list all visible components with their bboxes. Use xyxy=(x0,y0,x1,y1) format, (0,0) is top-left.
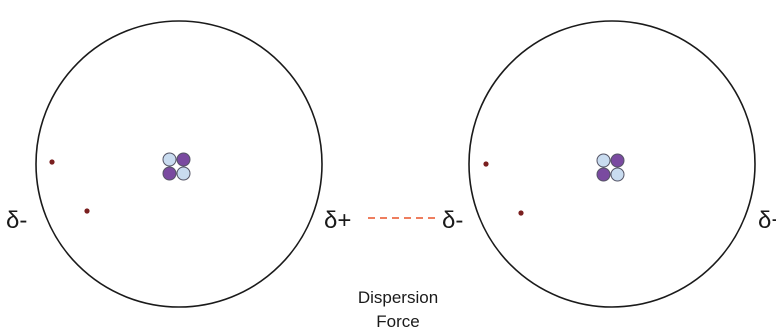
atom-2-neutron xyxy=(596,153,611,168)
atom-2-nucleus xyxy=(596,153,625,182)
atom-1-neutron xyxy=(162,152,177,167)
atom-1-proton xyxy=(162,166,177,181)
caption-line-2: Force xyxy=(376,312,419,331)
atom-2: δ- δ+ xyxy=(442,20,776,308)
atom-1-electron xyxy=(49,159,55,165)
atom-1-nucleus xyxy=(162,152,191,181)
atom-1-electron xyxy=(84,208,90,214)
atom-1-proton xyxy=(176,152,191,167)
atom-2-proton xyxy=(596,167,611,182)
caption-line-1: Dispersion xyxy=(358,288,438,307)
atom-2-proton xyxy=(610,153,625,168)
atom-1-neutron xyxy=(176,166,191,181)
atom-2-left-charge-label: δ- xyxy=(442,207,463,234)
atom-2-electron-cloud xyxy=(468,20,756,308)
atom-1: δ- δ+ xyxy=(6,20,351,308)
atom-2-right-charge-label: δ+ xyxy=(758,207,776,234)
atom-2-neutron xyxy=(610,167,625,182)
atom-1-electron-cloud xyxy=(35,20,323,308)
atom-1-right-charge-label: δ+ xyxy=(324,207,351,234)
atom-1-left-charge-label: δ- xyxy=(6,207,27,234)
dispersion-force-caption: Dispersion Force xyxy=(358,288,438,331)
atom-2-electron xyxy=(483,161,489,167)
atom-2-electron xyxy=(518,210,524,216)
